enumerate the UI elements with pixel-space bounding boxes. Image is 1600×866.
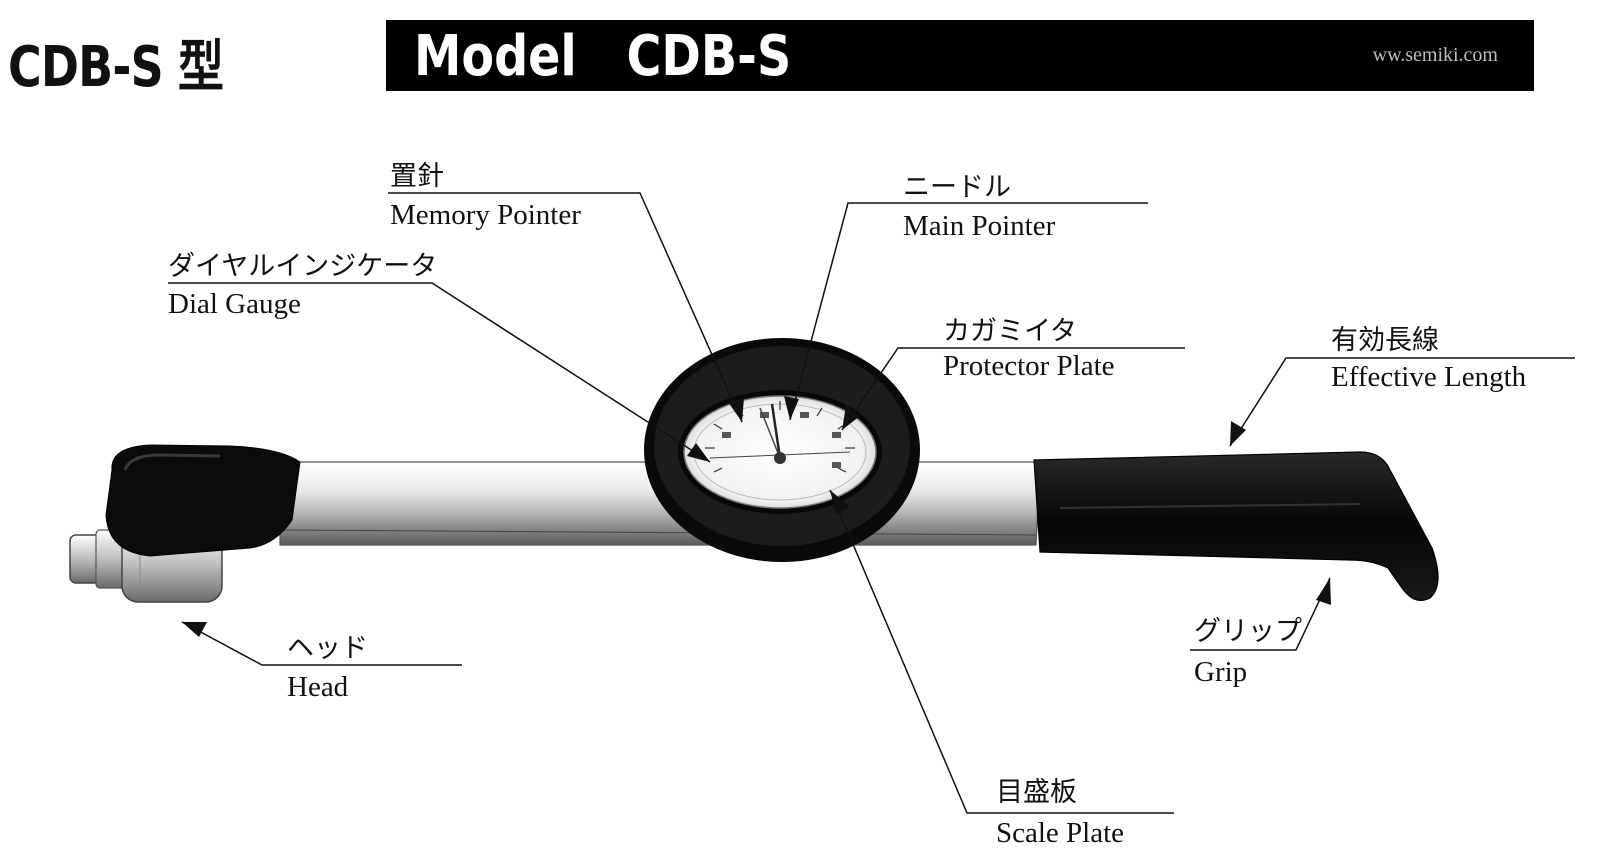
arrowhead <box>182 622 207 637</box>
dial-gauge-label-jp: ダイヤルインジケータ <box>168 251 438 282</box>
page-title: CDB-S 型 <box>8 35 224 100</box>
arrowhead <box>842 406 860 430</box>
grip-body <box>1033 451 1439 601</box>
scale-plate-label-en: Scale Plate <box>996 817 1125 849</box>
effective-length-label-jp: 有効長線 <box>1331 325 1439 356</box>
head-label-en: Head <box>287 671 349 703</box>
protector-plate-label-en: Protector Plate <box>943 350 1115 382</box>
grip-label-jp: グリップ <box>1194 616 1302 647</box>
grip-label-en: Grip <box>1194 656 1248 688</box>
title-banner: Model CDB-S ww.semiki.com <box>386 20 1534 91</box>
arrowhead <box>1316 578 1331 605</box>
main-pointer-label-jp: ニードル <box>903 172 1011 203</box>
memory-pointer-label-jp: 置針 <box>390 161 444 192</box>
dial-housing <box>644 338 920 562</box>
arrowhead <box>728 398 744 422</box>
arrowhead <box>830 490 850 514</box>
scale-plate-label-jp: 目盛板 <box>996 777 1077 808</box>
dial-gauge-label-en: Dial Gauge <box>168 288 301 320</box>
main-pointer-label-en: Main Pointer <box>903 210 1056 242</box>
arrowhead <box>784 396 799 420</box>
website-url[interactable]: ww.semiki.com <box>1372 44 1498 66</box>
arrowhead <box>687 443 710 462</box>
arrowhead <box>1230 421 1246 446</box>
banner-title: Model CDB-S <box>414 24 792 89</box>
effective-length-label-en: Effective Length <box>1331 361 1527 393</box>
protector-plate-label-jp: カガミイタ <box>943 316 1077 347</box>
head-cover <box>105 444 301 557</box>
head-label-jp: ヘッド <box>287 633 368 664</box>
memory-pointer-label-en: Memory Pointer <box>390 199 581 231</box>
